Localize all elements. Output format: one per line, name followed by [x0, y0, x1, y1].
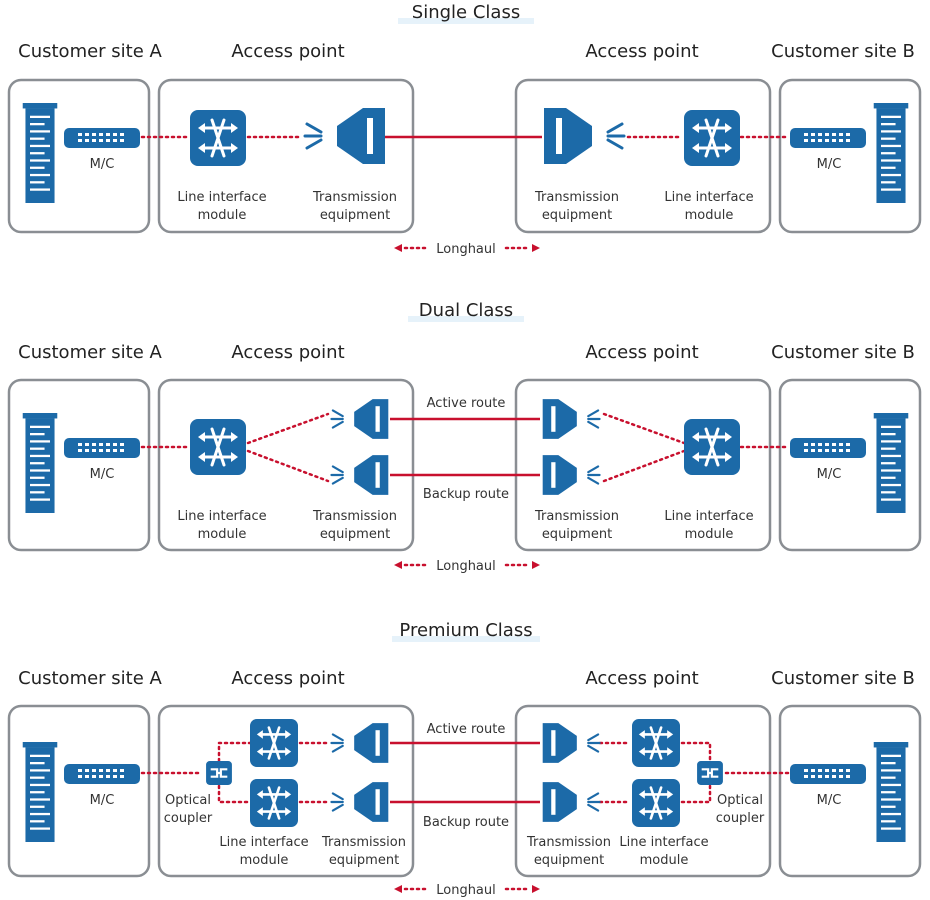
- te-label: equipment: [534, 853, 604, 868]
- media-converter-icon: [64, 128, 140, 148]
- access-point-left-label: Access point: [231, 342, 344, 363]
- customer-site-a-label: Customer site A: [18, 668, 162, 689]
- lim-label: module: [198, 208, 247, 223]
- lim-label: module: [198, 527, 247, 542]
- access-point-right-label: Access point: [585, 668, 698, 689]
- dual-class-section: Dual Class Customer site A Access point …: [7, 300, 922, 574]
- building-icon: [22, 742, 58, 842]
- te-label: equipment: [329, 853, 399, 868]
- customer-site-b-label: Customer site B: [771, 342, 915, 363]
- active-route-label: Active route: [427, 722, 506, 737]
- longhaul-label: Longhaul: [436, 242, 496, 257]
- lim-label: Line interface: [664, 509, 753, 524]
- switch-icon: [684, 419, 740, 475]
- lim-label: module: [640, 853, 689, 868]
- customer-site-b-label: Customer site B: [771, 41, 915, 62]
- longhaul-label: Longhaul: [436, 559, 496, 574]
- customer-site-a-label: Customer site A: [18, 342, 162, 363]
- lim-label: Line interface: [219, 835, 308, 850]
- building-icon: [22, 413, 58, 513]
- te-label: Transmission: [526, 835, 611, 850]
- building-icon: [22, 103, 58, 203]
- mc-label: M/C: [90, 157, 115, 172]
- switch-icon: [190, 110, 246, 166]
- building-icon: [873, 413, 909, 513]
- mc-label: M/C: [817, 157, 842, 172]
- te-label: equipment: [542, 208, 612, 223]
- link-lim-te-active-left: [246, 412, 330, 445]
- optical-coupler-icon: [696, 761, 724, 785]
- section-title: Premium Class: [399, 620, 532, 641]
- lim-label: module: [685, 208, 734, 223]
- link-te-lim-backup-right: [602, 449, 686, 483]
- te-label: Transmission: [321, 835, 406, 850]
- te-label: Transmission: [534, 190, 619, 205]
- mc-label: M/C: [817, 793, 842, 808]
- te-label: Transmission: [312, 190, 397, 205]
- media-converter-icon: [64, 438, 140, 458]
- te-label: equipment: [320, 208, 390, 223]
- switch-icon: [250, 779, 298, 827]
- media-converter-icon: [790, 128, 866, 148]
- switch-icon: [632, 719, 680, 767]
- link-lim-te-backup-left: [246, 449, 330, 483]
- section-title: Single Class: [412, 2, 520, 23]
- switch-icon: [684, 110, 740, 166]
- active-route-label: Active route: [427, 396, 506, 411]
- te-label: Transmission: [312, 509, 397, 524]
- media-converter-icon: [790, 764, 866, 784]
- longhaul-indicator: Longhaul: [394, 883, 540, 898]
- access-point-left-label: Access point: [231, 668, 344, 689]
- mc-label: M/C: [90, 793, 115, 808]
- link-coupler-lim-active-left: [217, 741, 252, 763]
- mc-label: M/C: [817, 467, 842, 482]
- longhaul-indicator: Longhaul: [394, 242, 540, 257]
- premium-class-section: Premium Class Customer site A Access poi…: [7, 620, 922, 898]
- customer-site-b-label: Customer site B: [771, 668, 915, 689]
- customer-site-a-label: Customer site A: [18, 41, 162, 62]
- single-class-section: Single Class Customer site A Access poin…: [7, 2, 922, 257]
- media-converter-icon: [64, 764, 140, 784]
- backup-route-label: Backup route: [423, 815, 509, 830]
- lim-label: Line interface: [664, 190, 753, 205]
- building-icon: [873, 742, 909, 842]
- link-lim-coupler-backup-right: [680, 784, 712, 804]
- mc-label: M/C: [90, 467, 115, 482]
- coupler-label: Optical: [717, 793, 763, 808]
- switch-icon: [632, 779, 680, 827]
- longhaul-label: Longhaul: [436, 883, 496, 898]
- backup-route-label: Backup route: [423, 487, 509, 502]
- coupler-label: coupler: [164, 811, 213, 826]
- switch-icon: [250, 719, 298, 767]
- building-icon: [873, 103, 909, 203]
- media-converter-icon: [790, 438, 866, 458]
- lim-label: Line interface: [177, 190, 266, 205]
- lim-label: module: [685, 527, 734, 542]
- te-label: equipment: [320, 527, 390, 542]
- lim-label: module: [240, 853, 289, 868]
- link-coupler-lim-backup-left: [217, 784, 252, 804]
- access-point-left-label: Access point: [231, 41, 344, 62]
- access-point-right-label: Access point: [585, 41, 698, 62]
- switch-icon: [190, 419, 246, 475]
- access-point-right-label: Access point: [585, 342, 698, 363]
- lim-label: Line interface: [619, 835, 708, 850]
- te-label: Transmission: [534, 509, 619, 524]
- optical-coupler-icon: [205, 761, 233, 785]
- longhaul-indicator: Longhaul: [394, 559, 540, 574]
- coupler-label: Optical: [165, 793, 211, 808]
- link-te-lim-active-right: [602, 412, 686, 445]
- te-label: equipment: [542, 527, 612, 542]
- lim-label: Line interface: [177, 509, 266, 524]
- section-title: Dual Class: [419, 300, 513, 321]
- coupler-label: coupler: [716, 811, 765, 826]
